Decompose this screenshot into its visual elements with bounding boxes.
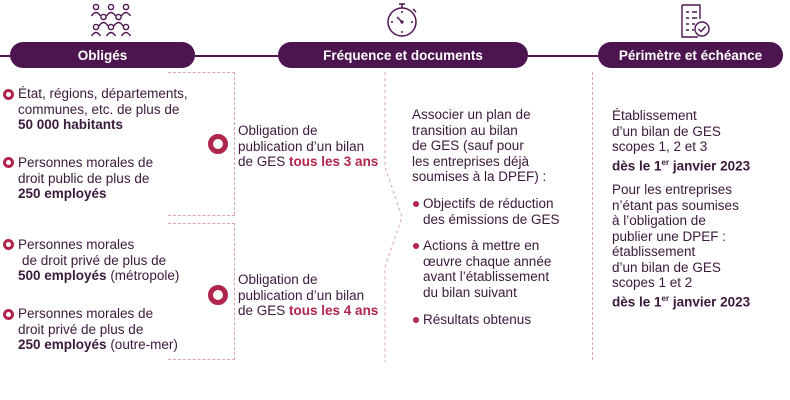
documents-bullet-2: Actions à mettre en œuvre chaque année a… bbox=[423, 238, 551, 300]
header-frequence-label: Fréquence et documents bbox=[323, 47, 483, 63]
perimetre-2-line-5: établissement bbox=[612, 244, 696, 259]
perimetre-1-date-pre: dès le 1 bbox=[612, 158, 662, 173]
documents-intro-line-2: transition au bilan bbox=[412, 122, 518, 138]
dash-bot-h bbox=[168, 359, 235, 360]
perimetre-2-line-3: à l’obligation de bbox=[612, 213, 706, 228]
dash-mid-h bbox=[168, 215, 235, 216]
header-obliges-label: Obligés bbox=[77, 47, 128, 63]
frequence-item-2: Obligation de publication d’un bilan de … bbox=[238, 272, 378, 319]
perimetre-2-line-7: scopes 1 et 2 bbox=[612, 275, 693, 290]
frequence-marker-2 bbox=[208, 285, 228, 305]
oblige-item-3: Personnes morales de droit privé de plus… bbox=[18, 237, 179, 284]
oblige-2-line-2: droit public de plus de bbox=[18, 170, 150, 186]
perimetre-block-2: Pour les entreprises n’étant pas soumise… bbox=[612, 182, 750, 310]
documents-intro-line-1: Associer un plan de bbox=[412, 107, 531, 122]
perimetre-2-date-post: janvier 2023 bbox=[669, 294, 751, 309]
perimetre-2-line-1: Pour les entreprises bbox=[612, 182, 733, 197]
documents-bullet-2-line-3: avant l’établissement bbox=[423, 269, 550, 284]
oblige-2-line-3: 250 employés bbox=[18, 186, 107, 201]
documents-bullet-3: Résultats obtenus bbox=[423, 312, 531, 328]
perimetre-1-line-3: scopes 1, 2 et 3 bbox=[612, 139, 708, 154]
frequence-2-line-2: publication d’un bilan bbox=[238, 287, 365, 303]
documents-intro-line-5: soumises à la DPEF) : bbox=[412, 169, 547, 184]
oblige-marker-3 bbox=[3, 239, 14, 250]
checklist-icon bbox=[681, 4, 710, 38]
header-line-2 bbox=[528, 55, 600, 57]
perimetre-2-date-sup: er bbox=[661, 293, 670, 303]
documents-bullet-2-line-4: du bilan suivant bbox=[423, 284, 517, 300]
oblige-3-line-1: Personnes morales bbox=[18, 237, 135, 252]
header-line-1 bbox=[195, 55, 279, 57]
oblige-4-line-2: droit privé de plus de bbox=[18, 321, 144, 337]
oblige-2-line-1: Personnes morales de bbox=[18, 155, 154, 170]
perimetre-2-line-2: n’étant pas soumises bbox=[612, 197, 739, 213]
oblige-marker-1 bbox=[3, 89, 14, 100]
oblige-1-line-2: communes, etc. de plus de bbox=[18, 101, 180, 117]
perimetre-block-1: Établissement d’un bilan de GES scopes 1… bbox=[612, 108, 750, 174]
oblige-item-2: Personnes morales de droit public de plu… bbox=[18, 155, 153, 202]
dash-mid2-h bbox=[168, 223, 235, 224]
header-obliges: Obligés bbox=[10, 42, 195, 68]
oblige-1-line-3: 50 000 habitants bbox=[18, 117, 124, 132]
perimetre-2-line-6: d’un bilan de GES bbox=[612, 259, 721, 275]
frequence-2-line-3b: tous les 4 ans bbox=[289, 303, 379, 318]
oblige-4-line-3-bold: 250 employés bbox=[18, 337, 107, 352]
frequence-1-line-1: Obligation de bbox=[238, 123, 318, 138]
perimetre-1-line-1: Établissement bbox=[612, 108, 697, 123]
frequence-1-line-3a: de GES bbox=[238, 154, 290, 169]
oblige-3-line-3-bold: 500 employés bbox=[18, 268, 107, 283]
oblige-4-line-3-rest: (outre-mer) bbox=[106, 337, 178, 352]
header-perimetre-label: Périmètre et échéance bbox=[618, 47, 763, 63]
frequence-2-line-1: Obligation de bbox=[238, 272, 318, 287]
oblige-marker-4 bbox=[3, 309, 14, 320]
oblige-1-line-1: État, régions, départements, bbox=[18, 86, 188, 101]
oblige-marker-2 bbox=[3, 157, 14, 168]
documents-bullet-2-line-1: Actions à mettre en bbox=[423, 238, 540, 253]
header-perimetre: Périmètre et échéance bbox=[598, 42, 783, 68]
documents-bullet-1-line-2: des émissions de GES bbox=[423, 211, 560, 227]
chevron-divider bbox=[384, 72, 403, 362]
dash-col3-v bbox=[592, 72, 593, 360]
stopwatch-icon bbox=[387, 3, 417, 37]
documents-bullet-1: Objectifs de réduction des émissions de … bbox=[423, 196, 560, 227]
perimetre-1-line-2: d’un bilan de GES bbox=[612, 123, 721, 139]
documents-intro-line-4: les entreprises déjà bbox=[412, 153, 530, 169]
header-line-left bbox=[0, 55, 16, 57]
frequence-2-line-3a: de GES bbox=[238, 303, 290, 318]
perimetre-1-date-sup: er bbox=[661, 157, 670, 167]
documents-bullet-1-line-1: Objectifs de réduction bbox=[423, 196, 554, 211]
dash-top-h bbox=[168, 72, 235, 73]
dash-top-v bbox=[234, 72, 235, 215]
frequence-marker-1 bbox=[208, 134, 228, 154]
oblige-item-1: État, régions, départements, communes, e… bbox=[18, 86, 188, 133]
header-frequence: Fréquence et documents bbox=[278, 42, 528, 68]
documents-bullet-marker-2 bbox=[413, 243, 419, 249]
oblige-3-line-2: de droit privé de plus de bbox=[22, 252, 167, 268]
documents-bullet-3-line-1: Résultats obtenus bbox=[423, 312, 532, 327]
dash-bot-v bbox=[234, 223, 235, 360]
documents-bullet-marker-1 bbox=[413, 201, 419, 207]
documents-intro: Associer un plan de transition au bilan … bbox=[412, 107, 546, 185]
people-group-icon bbox=[90, 3, 132, 37]
oblige-4-line-1: Personnes morales de bbox=[18, 306, 154, 321]
frequence-1-line-2: publication d’un bilan bbox=[238, 138, 365, 154]
perimetre-1-date: dès le 1er janvier 2023 bbox=[612, 155, 750, 174]
perimetre-2-line-4: publier une DPEF : bbox=[612, 228, 727, 244]
frequence-1-line-3b: tous les 3 ans bbox=[289, 154, 379, 169]
perimetre-2-date-pre: dès le 1 bbox=[612, 294, 662, 309]
frequence-item-1: Obligation de publication d’un bilan de … bbox=[238, 123, 378, 170]
perimetre-2-date: dès le 1er janvier 2023 bbox=[612, 291, 750, 310]
documents-bullet-marker-3 bbox=[413, 317, 419, 323]
documents-intro-line-3: de GES (sauf pour bbox=[412, 138, 524, 153]
documents-bullet-2-line-2: œuvre chaque année bbox=[423, 253, 552, 269]
oblige-3-line-3-rest: (métropole) bbox=[106, 268, 180, 283]
oblige-item-4: Personnes morales de droit privé de plus… bbox=[18, 306, 178, 353]
perimetre-1-date-post: janvier 2023 bbox=[669, 158, 751, 173]
